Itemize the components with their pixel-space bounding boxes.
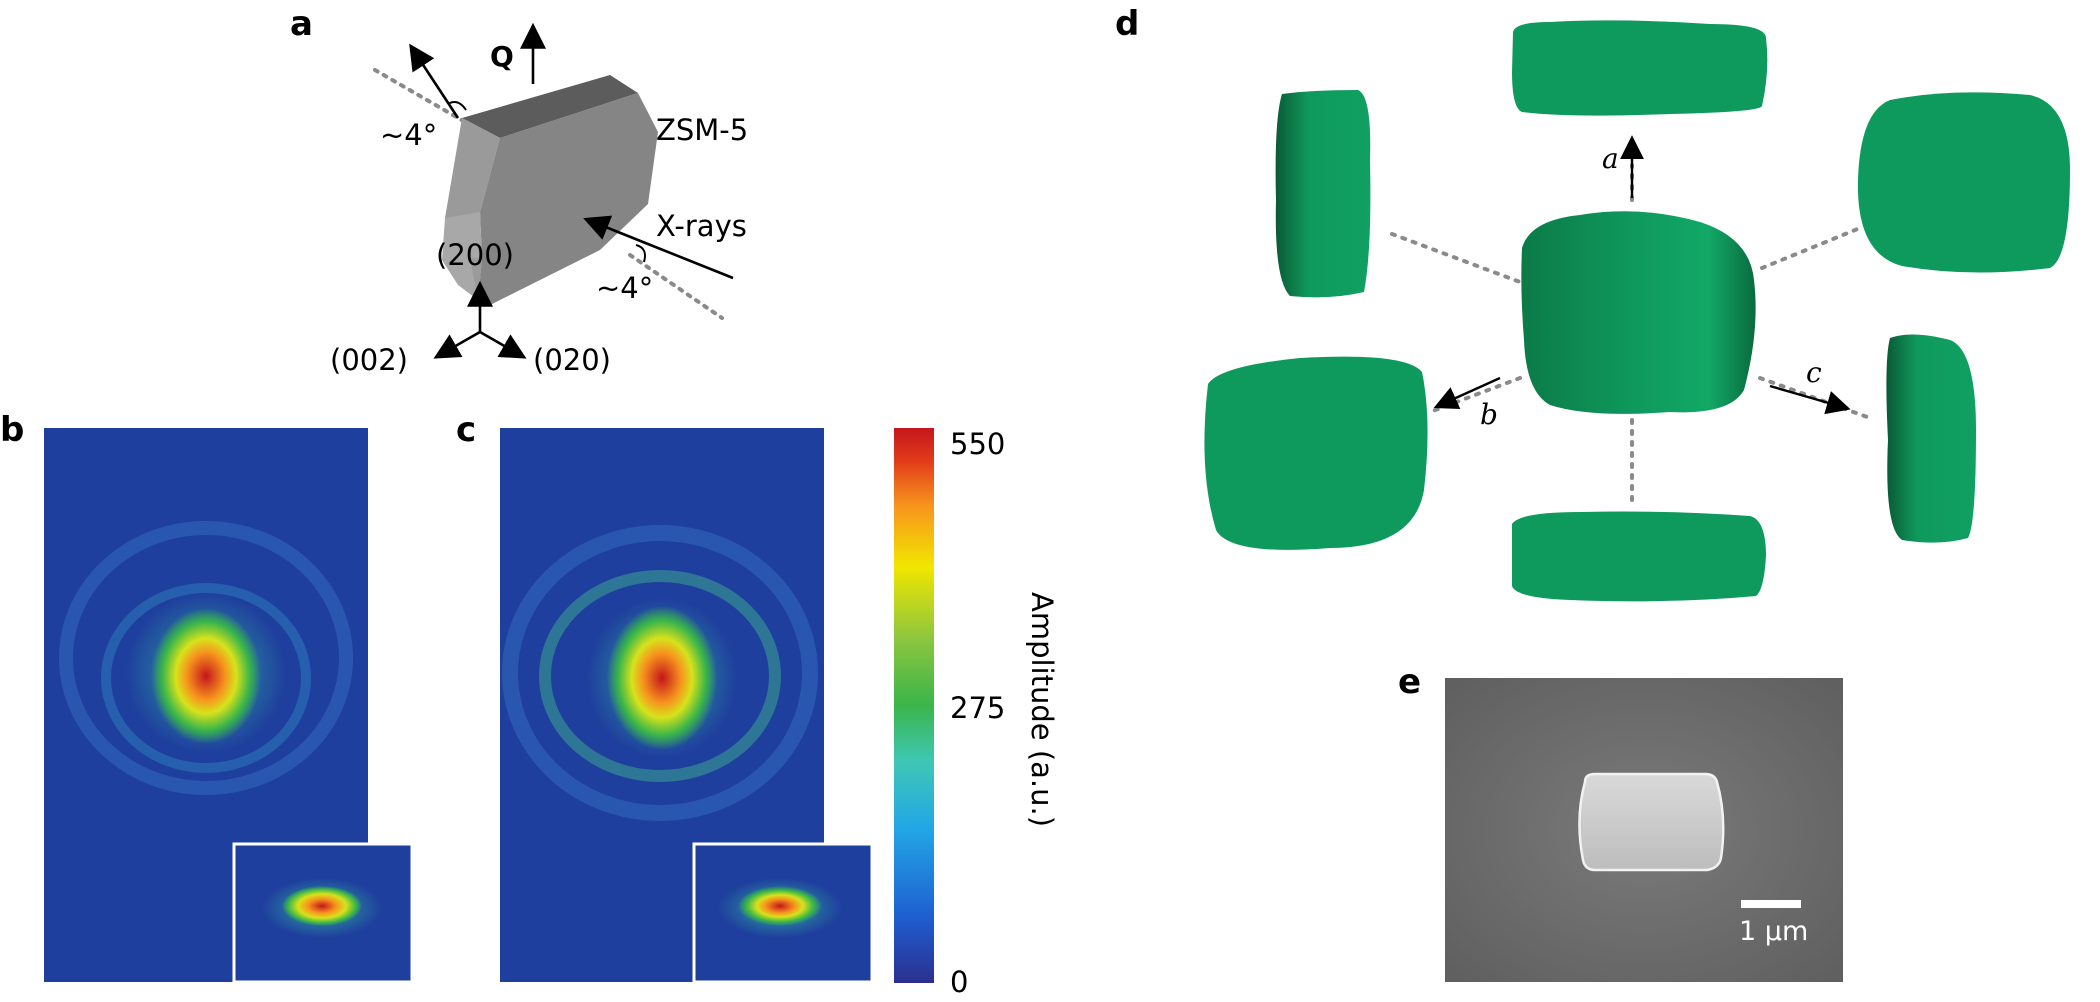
panel-b-amplitude-map <box>44 428 412 982</box>
q-label: Q <box>490 40 514 73</box>
projection-right-lower <box>1886 334 1976 543</box>
panel-d-projections: a b c <box>1204 20 2070 602</box>
panel-label-b: b <box>0 410 25 450</box>
axis-b-label: b <box>1480 398 1498 431</box>
axis-label-002: (002) <box>330 343 408 377</box>
panel-a-schematic: Q ZSM-5 X-rays ~4° ~4° (200) (002) (020) <box>330 22 748 377</box>
surface-normal-arrow <box>409 43 460 119</box>
panel-c-amplitude-map <box>500 428 872 982</box>
colorbar-tick-min: 0 <box>950 965 968 998</box>
colorbar: 550 275 0 Amplitude (a.u.) <box>894 427 1059 998</box>
reconstruction-center <box>1521 211 1756 414</box>
colorbar-tick-max: 550 <box>950 427 1005 461</box>
panel-label-a: a <box>290 4 313 44</box>
projection-right-upper <box>1857 92 2070 273</box>
axis-b-arrow <box>1433 376 1501 410</box>
panel-label-d: d <box>1115 4 1140 44</box>
axis-label-020: (020) <box>533 343 611 377</box>
projection-top <box>1512 20 1768 116</box>
panel-label-c: c <box>456 410 477 450</box>
colorbar-tick-mid: 275 <box>950 691 1005 725</box>
angle-arc-bottom <box>635 244 646 263</box>
colorbar-axis-label: Amplitude (a.u.) <box>1025 592 1059 827</box>
axis-020-arrow <box>479 330 527 359</box>
axis-002-arrow <box>433 330 481 359</box>
projection-bottom <box>1512 511 1766 602</box>
colorbar-gradient <box>894 428 934 983</box>
guide-line-top <box>373 68 467 124</box>
sem-crystal <box>1578 772 1725 872</box>
zsm5-crystal <box>442 75 658 305</box>
angle-arc-top <box>447 101 467 111</box>
xray-beam-arrow <box>583 215 734 280</box>
angle-label-top: ~4° <box>380 118 437 152</box>
scale-label: 1 µm <box>1739 916 1808 947</box>
scale-bar <box>1741 900 1801 908</box>
xray-label: X-rays <box>656 209 747 243</box>
crystal-label: ZSM-5 <box>656 113 748 147</box>
guide-line-bottom <box>628 253 724 320</box>
projection-left-upper <box>1275 90 1371 298</box>
projection-left-lower <box>1204 356 1428 550</box>
axis-c-label: c <box>1806 356 1822 389</box>
axis-c-arrow <box>1769 384 1851 415</box>
angle-label-bottom: ~4° <box>596 271 653 305</box>
panel-e-sem-image: 1 µm <box>1445 678 1843 982</box>
facet-label: (200) <box>436 238 514 272</box>
axis-a-label: a <box>1602 142 1619 175</box>
panel-label-e: e <box>1398 662 1422 702</box>
